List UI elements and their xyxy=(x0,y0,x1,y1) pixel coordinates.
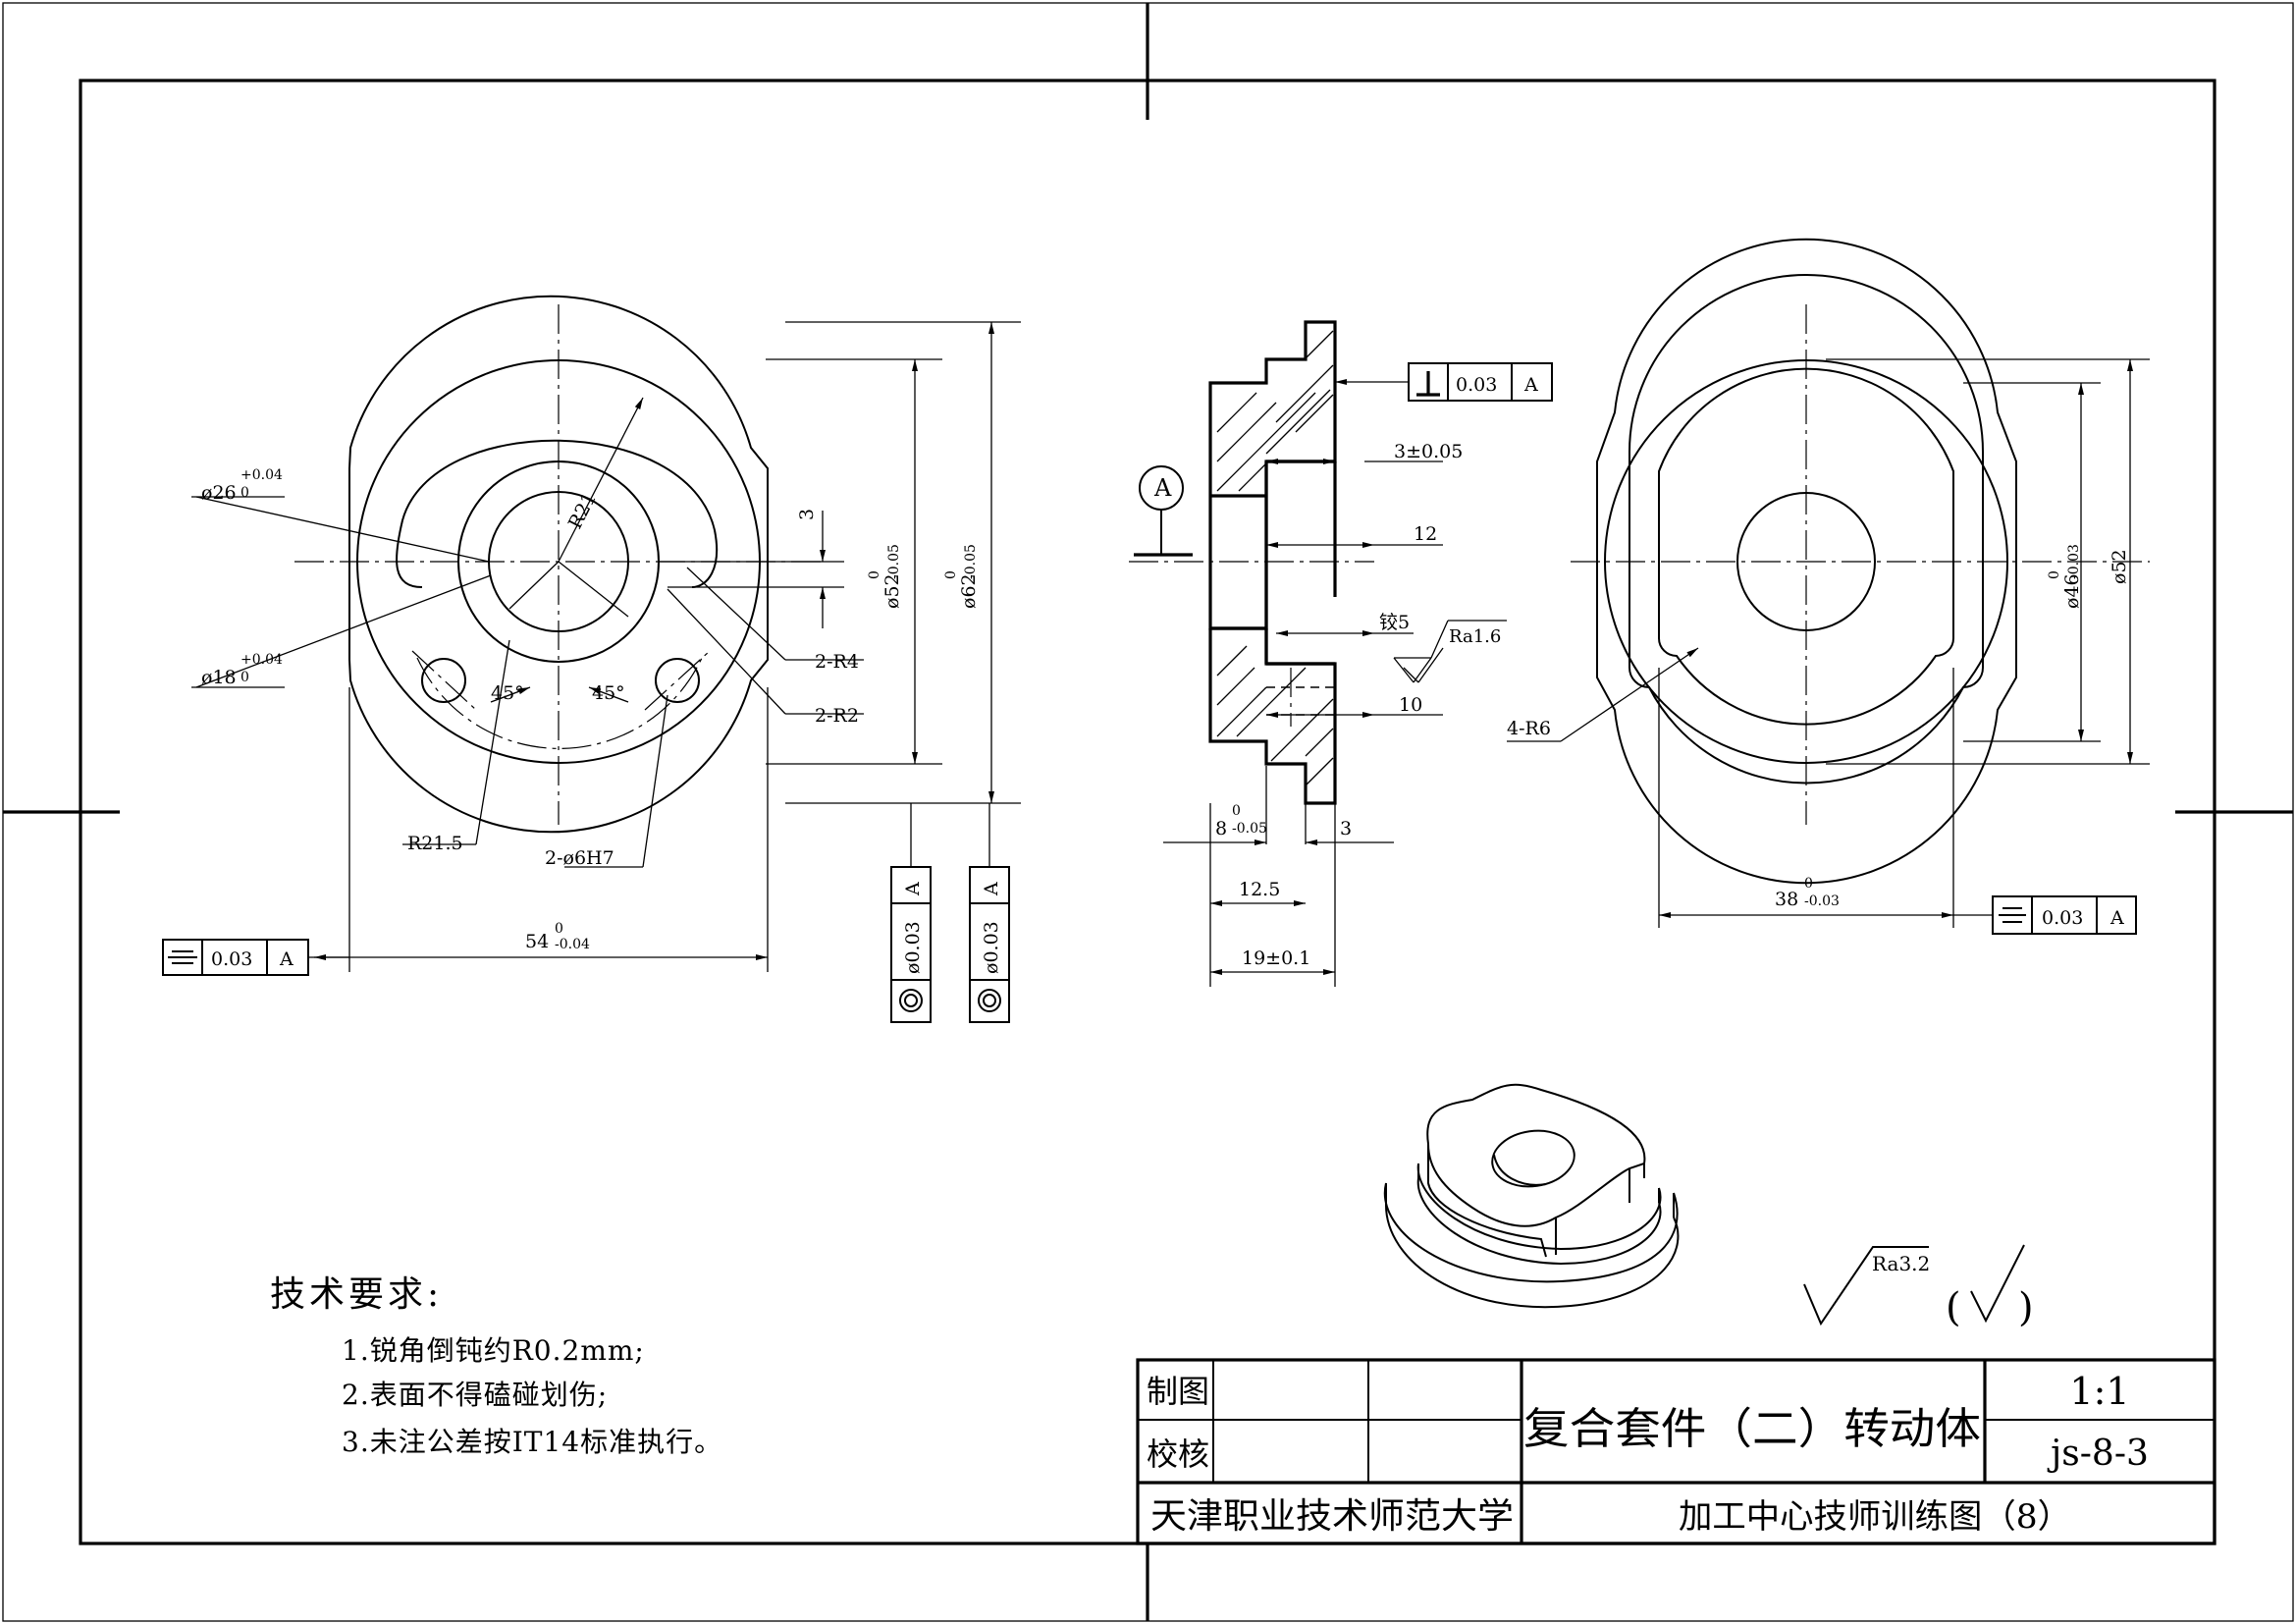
label-right-dia-52: ø52 xyxy=(2109,549,2130,584)
front-concentricity-frame-2: A ø0.03 xyxy=(969,803,1010,1023)
label-r21-5: R21.5 xyxy=(407,833,463,854)
title-block: 制图 校核 复合套件（二）转动体 1:1 js-8-3 天津职业技术师范大学 加… xyxy=(1136,1358,2216,1545)
label-width-38: 38 xyxy=(1775,889,1798,910)
front-symmetry-tolerance-frame: 0.03 A xyxy=(162,939,349,976)
label-19: 19±0.1 xyxy=(1242,947,1310,969)
label-dia-26: ø26 xyxy=(201,482,237,504)
hatch-top xyxy=(1216,330,1334,492)
roughness-general-value: Ra3.2 xyxy=(1872,1252,1930,1275)
label-angle-left: 45° xyxy=(491,682,524,704)
label-width-38-tol: 0 xyxy=(1804,876,1813,892)
label-dia-18: ø18 xyxy=(201,667,237,688)
label-width-54-tol: 0 xyxy=(555,921,563,937)
label-width-38-tol-lower: -0.03 xyxy=(1804,893,1840,909)
label-angle-right: 45° xyxy=(592,682,625,704)
label-width-54: 54 xyxy=(525,931,549,952)
part-name: 复合套件（二）转动体 xyxy=(1523,1404,1981,1454)
drawing-series: 加工中心技师训练图（8） xyxy=(1679,1497,2071,1537)
label-10: 10 xyxy=(1399,694,1422,716)
label-dia-46-tol-lower: -0.03 xyxy=(2066,544,2082,579)
label-dia-52-tol-lower: -0.05 xyxy=(886,544,902,579)
label-dim-3: 3 xyxy=(796,509,818,520)
drawing-number: js-8-3 xyxy=(2047,1434,2149,1474)
datum-a-label: A xyxy=(1153,474,1172,502)
requirement-2: 2.表面不得磕碰划伤; xyxy=(342,1379,608,1411)
isometric-view xyxy=(1383,1083,1680,1309)
label-dia-18-tol-lower: 0 xyxy=(240,670,249,685)
label-dia-26-tol-lower: 0 xyxy=(240,485,249,501)
requirement-3: 3.未注公差按IT14标准执行。 xyxy=(342,1426,722,1458)
label-dia-46: ø46 xyxy=(2061,573,2083,609)
title-label-checked: 校核 xyxy=(1147,1435,1209,1473)
label-4r6: 4-R6 xyxy=(1507,718,1551,739)
requirement-1: 1.锐角倒钝约R0.2mm; xyxy=(342,1334,645,1367)
right-sym-value: 0.03 xyxy=(2042,907,2083,929)
label-dia-46-tol: 0 xyxy=(2047,570,2062,579)
scale-value: 1:1 xyxy=(2069,1370,2129,1413)
conc1-value: ø0.03 xyxy=(902,921,924,974)
label-holes: 2-ø6H7 xyxy=(545,847,614,869)
conc2-datum: A xyxy=(981,882,1002,896)
hatch-bottom xyxy=(1216,645,1334,786)
label-8-tol-lower: -0.05 xyxy=(1232,821,1267,837)
label-dia-62: ø62 xyxy=(958,573,980,609)
title-label-drawn: 制图 xyxy=(1147,1373,1209,1410)
label-ream-5: 铰5 xyxy=(1379,612,1410,633)
front-concentricity-frame-1: A ø0.03 xyxy=(890,803,932,1023)
section-perp-value: 0.03 xyxy=(1456,374,1497,396)
roughness-paren-close: ) xyxy=(2018,1285,2034,1330)
right-sym-datum: A xyxy=(2109,907,2124,929)
label-r21: R21 xyxy=(564,489,601,532)
label-8-tol: 0 xyxy=(1232,803,1241,819)
requirements-title: 技术要求: xyxy=(270,1274,443,1315)
label-12: 12 xyxy=(1414,523,1437,545)
roughness-paren-open: ( xyxy=(1946,1285,1961,1330)
general-roughness: Ra3.2 ( ) xyxy=(1803,1244,2034,1330)
label-dia-18-tol: +0.04 xyxy=(240,652,283,668)
section-view-labels: A 0.03 A 3±0.05 12 铰5 Ra1.6 10 8 0 -0.05… xyxy=(1153,374,1538,969)
label-dia-26-tol: +0.04 xyxy=(240,467,283,483)
technical-requirements: 技术要求: 1.锐角倒钝约R0.2mm; 2.表面不得磕碰划伤; 3.未注公差按… xyxy=(270,1274,722,1458)
label-dia-52: ø52 xyxy=(881,573,903,609)
conc1-datum: A xyxy=(902,882,924,896)
front-sym-value: 0.03 xyxy=(211,948,252,970)
right-view-labels: ø46 0 -0.03 ø52 4-R6 38 0 -0.03 0.03 A xyxy=(1507,544,2130,929)
label-dia-62-tol: 0 xyxy=(943,570,959,579)
label-3-005: 3±0.05 xyxy=(1394,441,1463,462)
label-ra16: Ra1.6 xyxy=(1449,626,1501,647)
label-2r4: 2-R4 xyxy=(815,651,859,673)
section-perp-datum: A xyxy=(1523,374,1538,396)
label-3b: 3 xyxy=(1340,818,1352,839)
organization-name: 天津职业技术师范大学 xyxy=(1150,1496,1514,1537)
conc2-value: ø0.03 xyxy=(981,921,1002,974)
label-width-54-tol-lower: -0.04 xyxy=(555,937,590,952)
front-view xyxy=(191,295,1021,972)
front-sym-datum: A xyxy=(279,948,294,970)
label-12-5: 12.5 xyxy=(1239,879,1280,900)
label-2r2: 2-R2 xyxy=(815,705,859,727)
label-8: 8 xyxy=(1215,818,1227,839)
section-view xyxy=(1129,320,1553,987)
label-dia-62-tol-lower: -0.05 xyxy=(963,544,979,579)
right-view xyxy=(1507,238,2150,935)
front-view-labels: ø26 +0.04 0 ø18 +0.04 0 R21 3 45° 45° 2-… xyxy=(201,467,980,952)
label-dia-52-tol: 0 xyxy=(867,570,882,579)
